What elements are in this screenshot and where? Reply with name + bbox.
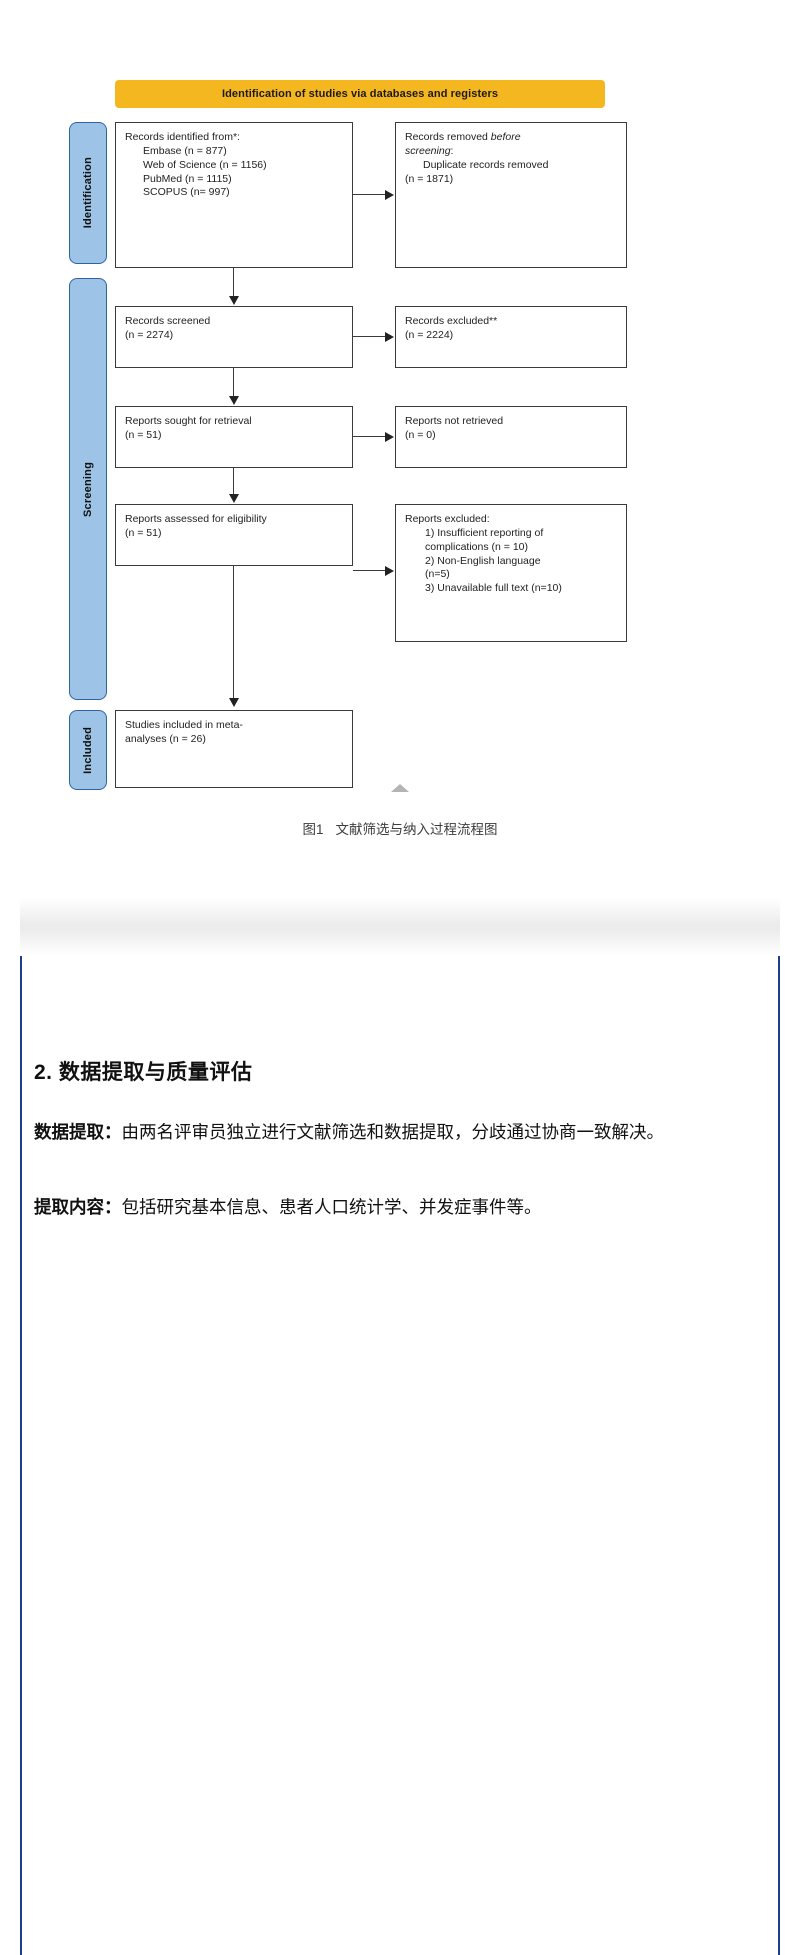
reports-excluded-reason-3: 3) Unavailable full text (n=10) bbox=[425, 582, 562, 595]
box-records-excluded-title: Records excluded** bbox=[405, 315, 498, 327]
stage-label-identification: Identification bbox=[69, 122, 107, 264]
stage-label-included: Included bbox=[69, 710, 107, 790]
prisma-flow-diagram: Identification of studies via databases … bbox=[45, 70, 645, 790]
box-records-screened: Records screened (n = 2274) bbox=[115, 306, 353, 368]
box-records-screened-count: (n = 2274) bbox=[125, 328, 174, 341]
arrow-assessed-to-included bbox=[229, 698, 239, 707]
box-reports-not-retrieved-count: (n = 0) bbox=[405, 428, 436, 441]
duplicate-records-removed: Duplicate records removed bbox=[423, 158, 549, 171]
records-removed-screening: screening bbox=[405, 144, 451, 157]
box-reports-not-retrieved-title: Reports not retrieved bbox=[405, 415, 504, 427]
figure-caption: 图1 文献筛选与纳入过程流程图 bbox=[20, 818, 780, 838]
box-reports-assessed-count: (n = 51) bbox=[125, 526, 162, 539]
reports-excluded-reason-2b: (n=5) bbox=[425, 568, 450, 581]
reports-excluded-reason-2a: 2) Non-English language bbox=[425, 554, 541, 567]
records-removed-text: Records removed bbox=[405, 131, 491, 143]
connector-identified-to-screened bbox=[233, 268, 235, 298]
connector-screened-to-sought bbox=[233, 368, 235, 398]
reports-excluded-reason-1a: 1) Insufficient reporting of bbox=[425, 526, 544, 539]
records-removed-colon: : bbox=[450, 144, 454, 157]
connector-assessed-to-reportsexcluded bbox=[353, 570, 386, 572]
box-reports-sought-title: Reports sought for retrieval bbox=[125, 415, 252, 427]
paragraph-data-extraction: 数据提取：由两名评审员独立进行文献筛选和数据提取，分歧通过协商一致解决。 bbox=[34, 1112, 766, 1153]
connector-assessed-to-included bbox=[233, 566, 235, 700]
source-web-of-science: Web of Science (n = 1156) bbox=[143, 158, 267, 171]
connector-sought-to-assessed bbox=[233, 468, 235, 496]
box-reports-not-retrieved: Reports not retrieved (n = 0) bbox=[395, 406, 627, 468]
box-studies-included: Studies included in meta- analyses (n = … bbox=[115, 710, 353, 788]
paragraph-extraction-content-lead: 提取内容： bbox=[34, 1197, 122, 1218]
section-heading: 2. 数据提取与质量评估 bbox=[34, 1061, 253, 1084]
box-records-removed: Records removed before screening: Duplic… bbox=[395, 122, 627, 268]
diagram-banner: Identification of studies via databases … bbox=[115, 80, 605, 108]
collapse-caret-icon[interactable] bbox=[391, 784, 409, 792]
connector-screened-to-excluded bbox=[353, 336, 386, 338]
paragraph-data-extraction-body: 由两名评审员独立进行文献筛选和数据提取，分歧通过协商一致解决。 bbox=[121, 1122, 665, 1142]
box-studies-included-line2: analyses (n = 26) bbox=[125, 732, 206, 745]
reports-excluded-reason-1b: complications (n = 10) bbox=[425, 540, 529, 553]
box-reports-assessed-title: Reports assessed for eligibility bbox=[125, 513, 267, 525]
arrow-screened-to-excluded bbox=[385, 332, 394, 342]
paragraph-extraction-content-body: 包括研究基本信息、患者人口统计学、并发症事件等。 bbox=[121, 1197, 542, 1218]
paragraph-extraction-content: 提取内容：包括研究基本信息、患者人口统计学、并发症事件等。 bbox=[34, 1187, 766, 1228]
box-reports-excluded-title: Reports excluded: bbox=[405, 513, 490, 525]
box-records-excluded-count: (n = 2224) bbox=[405, 328, 454, 341]
duplicate-records-count: (n = 1871) bbox=[405, 172, 454, 185]
paragraph-data-extraction-lead: 数据提取： bbox=[34, 1122, 122, 1142]
stage-label-screening-text: Screening bbox=[82, 461, 94, 517]
section-divider-band bbox=[20, 898, 780, 956]
box-reports-sought-count: (n = 51) bbox=[125, 428, 162, 441]
figure-container: Identification of studies via databases … bbox=[20, 0, 780, 956]
box-records-removed-line2: screening: bbox=[405, 145, 617, 159]
source-pubmed: PubMed (n = 1115) bbox=[143, 172, 232, 185]
box-records-excluded: Records excluded** (n = 2224) bbox=[395, 306, 627, 368]
box-reports-sought: Reports sought for retrieval (n = 51) bbox=[115, 406, 353, 468]
box-records-identified-title: Records identified from*: bbox=[125, 131, 240, 143]
right-reader-rail bbox=[778, 0, 780, 1955]
stage-label-screening: Screening bbox=[69, 278, 107, 700]
arrow-identified-to-screened bbox=[229, 296, 239, 305]
figure-caption-text: 文献筛选与纳入过程流程图 bbox=[335, 822, 498, 837]
box-reports-assessed: Reports assessed for eligibility (n = 51… bbox=[115, 504, 353, 566]
stage-label-included-text: Included bbox=[82, 726, 94, 774]
stage-label-identification-text: Identification bbox=[82, 157, 94, 229]
box-records-screened-title: Records screened bbox=[125, 315, 211, 327]
source-scopus: SCOPUS (n= 997) bbox=[143, 186, 230, 199]
connector-sought-to-notretrieved bbox=[353, 436, 386, 438]
box-records-identified: Records identified from*: Embase (n = 87… bbox=[115, 122, 353, 268]
box-records-removed-line1: Records removed before bbox=[405, 131, 521, 143]
box-studies-included-line1: Studies included in meta- bbox=[125, 719, 243, 731]
figure-caption-label: 图1 bbox=[302, 822, 324, 837]
arrow-identified-to-removed bbox=[385, 190, 394, 200]
box-reports-excluded: Reports excluded: 1) Insufficient report… bbox=[395, 504, 627, 642]
connector-identified-to-removed bbox=[353, 194, 386, 196]
article-body: 2. 数据提取与质量评估 数据提取：由两名评审员独立进行文献筛选和数据提取，分歧… bbox=[0, 956, 800, 1302]
left-reader-rail bbox=[20, 0, 22, 1955]
records-removed-before: before bbox=[490, 131, 521, 143]
arrow-screened-to-sought bbox=[229, 396, 239, 405]
arrow-assessed-to-reportsexcluded bbox=[385, 566, 394, 576]
arrow-sought-to-notretrieved bbox=[385, 432, 394, 442]
source-embase: Embase (n = 877) bbox=[143, 144, 227, 157]
arrow-sought-to-assessed bbox=[229, 494, 239, 503]
